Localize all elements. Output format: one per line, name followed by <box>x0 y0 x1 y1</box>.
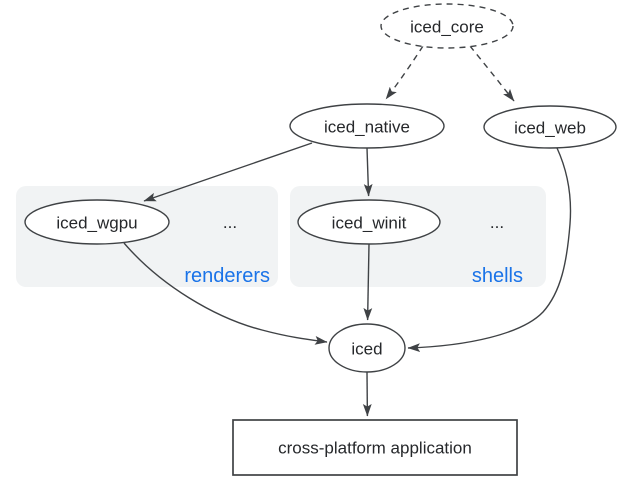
iced-wgpu-ellipse <box>24 199 170 245</box>
renderers-ellipsis: ... <box>223 213 237 232</box>
application-box <box>232 419 518 476</box>
edge-iced-wgpu-to-iced <box>123 242 328 345</box>
renderers-group-label: renderers <box>184 265 270 287</box>
iced-native-ellipse <box>289 103 445 149</box>
edge-iced-native-to-iced-wgpu <box>143 142 313 202</box>
iced-winit-label: iced_winit <box>332 214 407 233</box>
node-iced-native: iced_native <box>289 103 445 149</box>
edge-iced-winit-to-iced <box>363 243 373 321</box>
shells-group-label: shells <box>472 265 523 287</box>
iced-web-label: iced_web <box>514 119 586 138</box>
iced-web-ellipse <box>483 105 617 149</box>
edge-iced-web-to-iced <box>407 147 572 352</box>
iced-winit-ellipse <box>297 199 441 245</box>
iced-core-ellipse <box>380 3 514 49</box>
edge-iced-core-to-iced-web <box>469 45 515 102</box>
node-iced-core: iced_core <box>380 3 514 49</box>
node-application: cross-platform application <box>232 419 518 476</box>
iced-wgpu-label: iced_wgpu <box>56 214 137 233</box>
node-iced-web: iced_web <box>483 105 617 149</box>
edge-iced-core-to-iced-native <box>385 45 424 100</box>
edge-iced-native-to-iced-winit <box>363 147 373 197</box>
node-iced-wgpu: iced_wgpu <box>24 199 170 245</box>
iced-core-label: iced_core <box>410 18 484 37</box>
node-iced: iced <box>328 323 406 373</box>
iced-label: iced <box>351 340 382 359</box>
application-label: cross-platform application <box>278 439 472 458</box>
node-iced-winit: iced_winit <box>297 199 441 245</box>
shells-ellipsis: ... <box>490 213 504 232</box>
iced-native-label: iced_native <box>324 118 410 137</box>
iced-ellipse <box>328 323 406 373</box>
